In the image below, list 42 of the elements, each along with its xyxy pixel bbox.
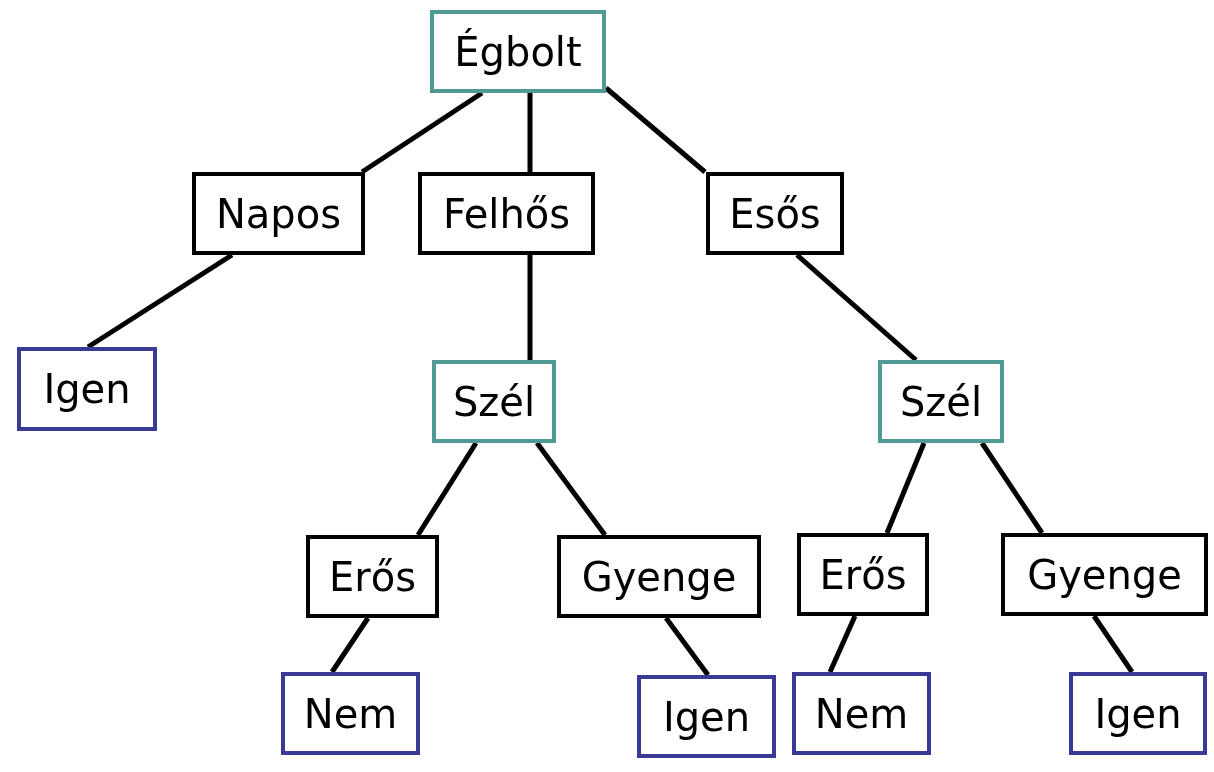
tree-branch-line [979,441,1045,535]
node-label: Nem [303,690,398,737]
tree-branch-line [884,442,927,534]
attribute-value-box [557,535,761,618]
tree-branch-line [664,616,710,677]
decision-leaf-box [1069,672,1207,755]
node-label: Erős [819,551,907,598]
node-label: Gyenge [1027,551,1182,598]
attribute-value-box [706,172,844,255]
decision-leaf-box [17,347,157,431]
decision-leaf-box [792,672,931,755]
node-label: Szél [452,378,536,425]
attribute-value-box [192,172,365,255]
node-label: Igen [1094,690,1182,737]
attribute-box [430,10,606,93]
tree-branch-line [329,616,371,674]
tree-branch-line [795,253,918,362]
decision-leaf-box [281,672,420,755]
attribute-box [432,360,556,443]
tree-branch-line [535,441,607,537]
attribute-value-box [418,172,595,255]
tree-branch-line [415,441,479,537]
tree-branch-line [604,86,707,174]
node-label: Igen [662,693,751,740]
tree-branch-line [1091,614,1135,674]
node-label: Napos [215,190,342,237]
tree-branch-line [527,93,533,172]
node-label: Szél [899,378,983,425]
attribute-value-box [306,535,439,618]
node-label: Gyenge [581,553,737,600]
attribute-value-box [1001,533,1208,616]
node-label: Felhős [442,190,571,237]
decision-leaf-box [637,675,776,758]
tree-branch-line [527,255,533,360]
attribute-value-box [797,533,929,616]
tree-branch-line [827,615,858,673]
node-label: Erős [329,553,416,600]
node-label: Égbolt [454,28,582,75]
node-label: Nem [814,690,909,737]
node-label: Esős [729,190,821,237]
node-label: Igen [43,366,131,412]
attribute-box [878,360,1004,443]
